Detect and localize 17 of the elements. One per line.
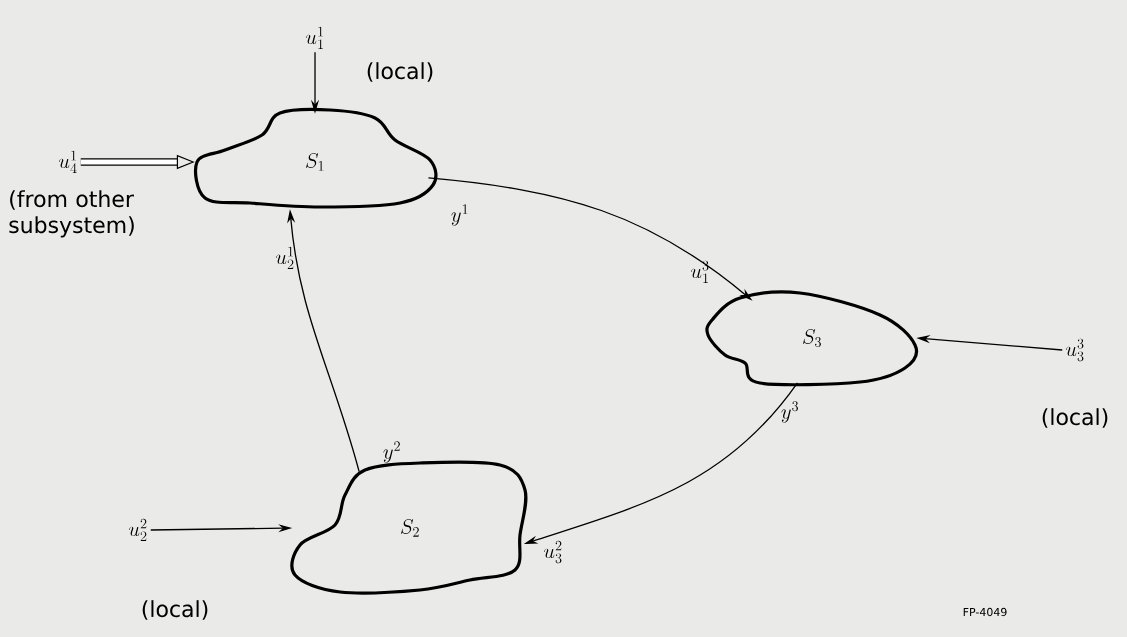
note: (local) (142, 600, 208, 620)
note: (local) (1042, 408, 1108, 428)
figure-number: FP-4049 (963, 607, 1007, 617)
port-label: $u^{3}_{1}$ (691, 260, 709, 283)
input-signal: $u^{3}_{3}$ (1066, 338, 1084, 362)
note: (local) (367, 62, 433, 82)
port-label: $y^{2}$ (383, 441, 400, 463)
input-signal: $u^{1}_{4}$ (59, 150, 77, 173)
port-label: $y^{1}$ (451, 204, 468, 226)
input-signal: $u^{1}_{1}$ (306, 26, 323, 49)
port-label: $y^{3}$ (781, 401, 798, 423)
port-label: $u^{1}_{2}$ (276, 246, 294, 269)
port-label: $u^{2}_{3}$ (544, 540, 562, 564)
subsystem-blob: $S_{3}$ (705, 290, 919, 387)
note: (from other subsystem) (9, 190, 134, 238)
input-signal: $u^{2}_{2}$ (129, 518, 147, 541)
subsystem-blob: $S_{1}$ (194, 107, 438, 209)
